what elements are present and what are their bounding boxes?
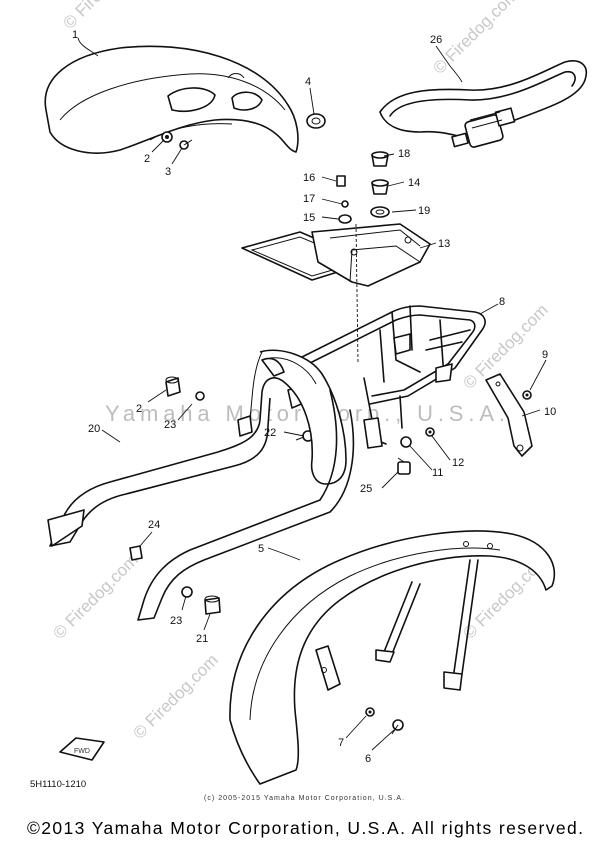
part-tray	[241, 223, 431, 287]
callout-25: 25	[360, 483, 372, 495]
callout-3: 3	[165, 166, 171, 178]
callout-24: 24	[148, 519, 160, 531]
callout-21: 21	[196, 633, 208, 645]
part-small-hardware	[336, 151, 390, 224]
callout-15: 15	[303, 212, 315, 224]
callout-17: 17	[303, 193, 315, 205]
callout-6: 6	[365, 753, 371, 765]
watermark-firedog: © Firedog.com	[129, 650, 221, 742]
callout-26: 26	[430, 34, 442, 46]
part-grommet-4	[306, 113, 326, 129]
part-rail-hardware	[129, 376, 221, 615]
part-wire-harness	[379, 60, 587, 148]
callout-2: 2	[144, 153, 150, 165]
callout-9: 9	[542, 349, 548, 361]
callout-1: 1	[72, 29, 78, 41]
callout-5: 5	[258, 543, 264, 555]
watermark-firedog: © Firedog.com	[49, 550, 141, 642]
callout-8: 8	[499, 296, 505, 308]
part-fender-hardware	[365, 707, 404, 735]
watermark-firedog: © Firedog.com	[59, 0, 151, 33]
part-bolts-2-3	[161, 131, 193, 150]
callout-23: 23	[170, 615, 182, 627]
part-grab-rail	[47, 349, 355, 621]
fwd-arrow: FWD	[59, 737, 105, 761]
footer-copyright: ©2013 Yamaha Motor Corporation, U.S.A. A…	[27, 818, 583, 838]
small-copyright: (c) 2005-2015 Yamaha Motor Corporation, …	[204, 795, 404, 802]
callout-12: 12	[452, 457, 464, 469]
callout-16: 16	[303, 172, 315, 184]
leader-lines	[77, 37, 547, 751]
callout-13: 13	[438, 238, 450, 250]
callout-labels: 1 2 3 4 5 6 7 8 9 10 11 12 13 14 15 16 1…	[72, 29, 556, 765]
callout-2b: 2	[136, 403, 142, 415]
callout-19: 19	[418, 205, 430, 217]
watermark-firedog: © Firedog.com	[429, 0, 521, 78]
diagram-code: 5H1110-1210	[30, 779, 86, 790]
callout-20: 20	[88, 423, 100, 435]
callout-7: 7	[338, 737, 344, 749]
part-front-fender	[229, 530, 556, 785]
callout-4: 4	[305, 76, 311, 88]
part-bracket-10	[485, 373, 533, 457]
part-bolt-9	[522, 390, 532, 400]
part-rear-fender	[44, 45, 299, 154]
callout-22: 22	[264, 427, 276, 439]
callout-10: 10	[544, 406, 556, 418]
fwd-label: FWD	[74, 748, 90, 755]
callout-23b: 23	[164, 419, 176, 431]
callout-18: 18	[398, 148, 410, 160]
watermark-firedog: © Firedog.com	[459, 300, 551, 392]
callout-11: 11	[432, 467, 443, 479]
callout-14: 14	[408, 177, 420, 189]
